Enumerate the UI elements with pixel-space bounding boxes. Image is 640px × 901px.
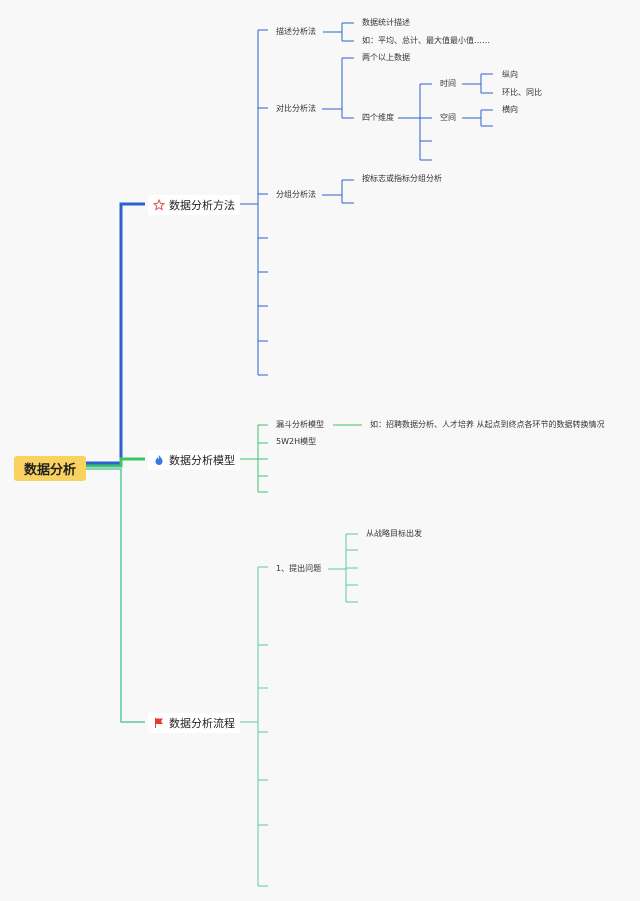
node-problem-item-1[interactable]: 从战略目标出发 — [366, 529, 422, 538]
fire-icon — [155, 455, 163, 465]
connector-root-process — [86, 468, 145, 723]
node-compare[interactable]: 对比分析法 — [276, 104, 316, 113]
branch-models[interactable]: 数据分析模型 — [148, 450, 240, 470]
branch-process[interactable]: 数据分析流程 — [148, 713, 240, 733]
connector-root-models — [86, 457, 145, 468]
node-problem[interactable]: 1、提出问题 — [276, 564, 322, 573]
node-space-item-1[interactable]: 横向 — [502, 105, 518, 114]
node-time-item-1[interactable]: 纵向 — [502, 70, 518, 79]
node-dimension-space[interactable]: 空间 — [440, 113, 456, 122]
branch-models-label: 数据分析模型 — [169, 454, 235, 467]
root-label: 数据分析 — [23, 463, 76, 478]
star-icon — [153, 199, 165, 211]
flag-icon — [155, 718, 163, 728]
node-funnel[interactable]: 漏斗分析模型 — [276, 420, 324, 429]
node-describe-item-2[interactable]: 如：平均、总计、最大值最小值…… — [362, 36, 490, 45]
node-dimension-time[interactable]: 时间 — [440, 79, 456, 88]
root-node[interactable]: 数据分析 — [14, 456, 86, 481]
node-funnel-note[interactable]: 如：招聘数据分析、人才培养 从起点到终点各环节的数据转换情况 — [370, 420, 605, 429]
node-group[interactable]: 分组分析法 — [276, 190, 316, 199]
branch-methods-label: 数据分析方法 — [169, 199, 235, 212]
node-compare-item-1[interactable]: 两个以上数据 — [362, 53, 410, 62]
node-5w2h[interactable]: 5W2H模型 — [276, 437, 317, 446]
branch-methods[interactable]: 数据分析方法 — [148, 195, 240, 215]
branch-process-label: 数据分析流程 — [169, 717, 235, 730]
node-compare-item-2[interactable]: 四个维度 — [362, 113, 394, 122]
node-describe[interactable]: 描述分析法 — [276, 27, 316, 36]
node-group-item-1[interactable]: 按标志或指标分组分析 — [362, 174, 442, 183]
node-describe-item-1[interactable]: 数据统计描述 — [362, 18, 410, 27]
connector-root-methods — [86, 202, 145, 465]
node-time-item-2[interactable]: 环比、同比 — [502, 88, 542, 97]
